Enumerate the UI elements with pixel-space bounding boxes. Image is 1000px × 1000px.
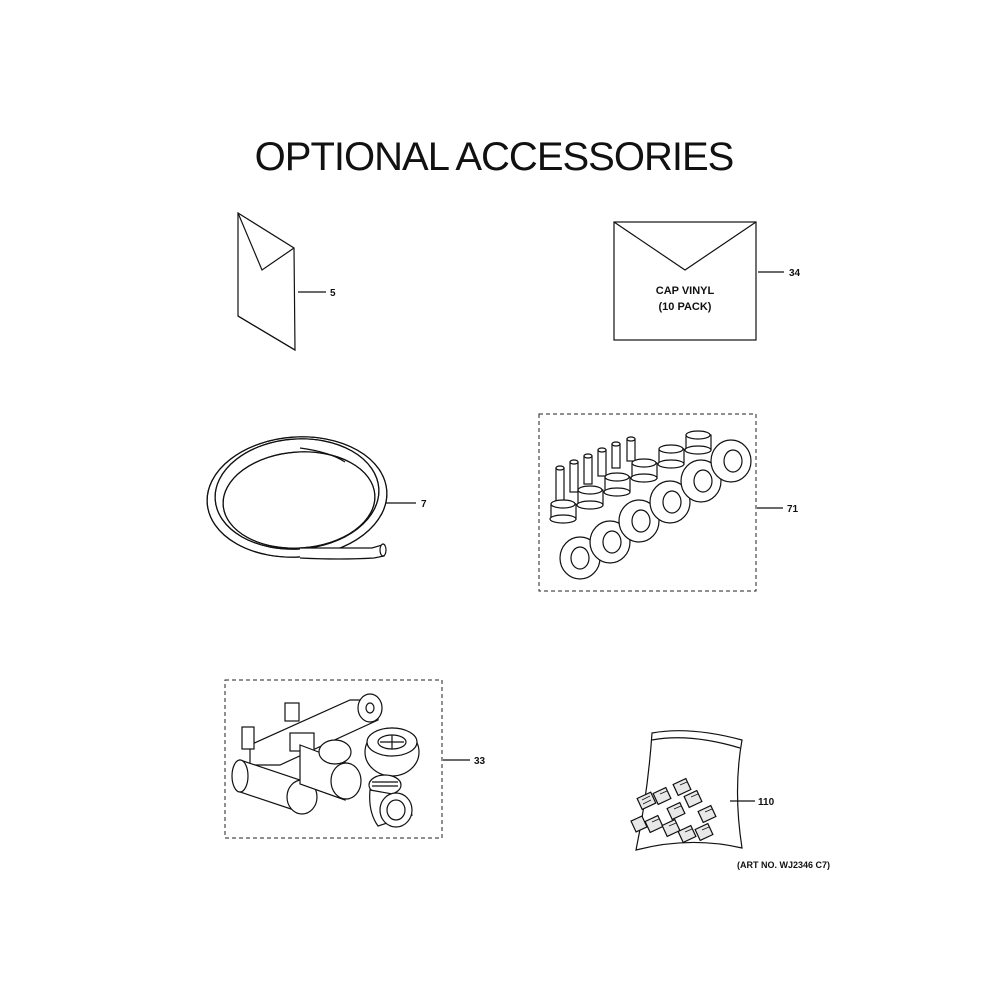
grommet-set-icon [549, 430, 752, 580]
drain-kit-box [224, 679, 443, 839]
envelope-label-line1: CAP VINYL [656, 285, 715, 297]
callout-number-33: 33 [474, 756, 486, 767]
coiled-tubing-icon [206, 436, 388, 560]
envelope-icon [613, 221, 757, 341]
callout-number-71: 71 [787, 504, 799, 515]
callout-number-7: 7 [421, 499, 427, 510]
art-number: (ART NO. WJ2346 C7) [737, 860, 830, 870]
grommet-set-box [538, 413, 757, 592]
manual-booklet-icon [237, 211, 296, 352]
drain-fittings-icon [231, 693, 420, 828]
screw-bag-icon [630, 730, 743, 851]
callout-number-5: 5 [330, 288, 336, 299]
callout-number-110: 110 [758, 797, 775, 808]
page-title: OPTIONAL ACCESSORIES [255, 135, 734, 179]
callout-number-34: 34 [789, 268, 801, 279]
envelope-label-line2: (10 PACK) [659, 301, 712, 313]
